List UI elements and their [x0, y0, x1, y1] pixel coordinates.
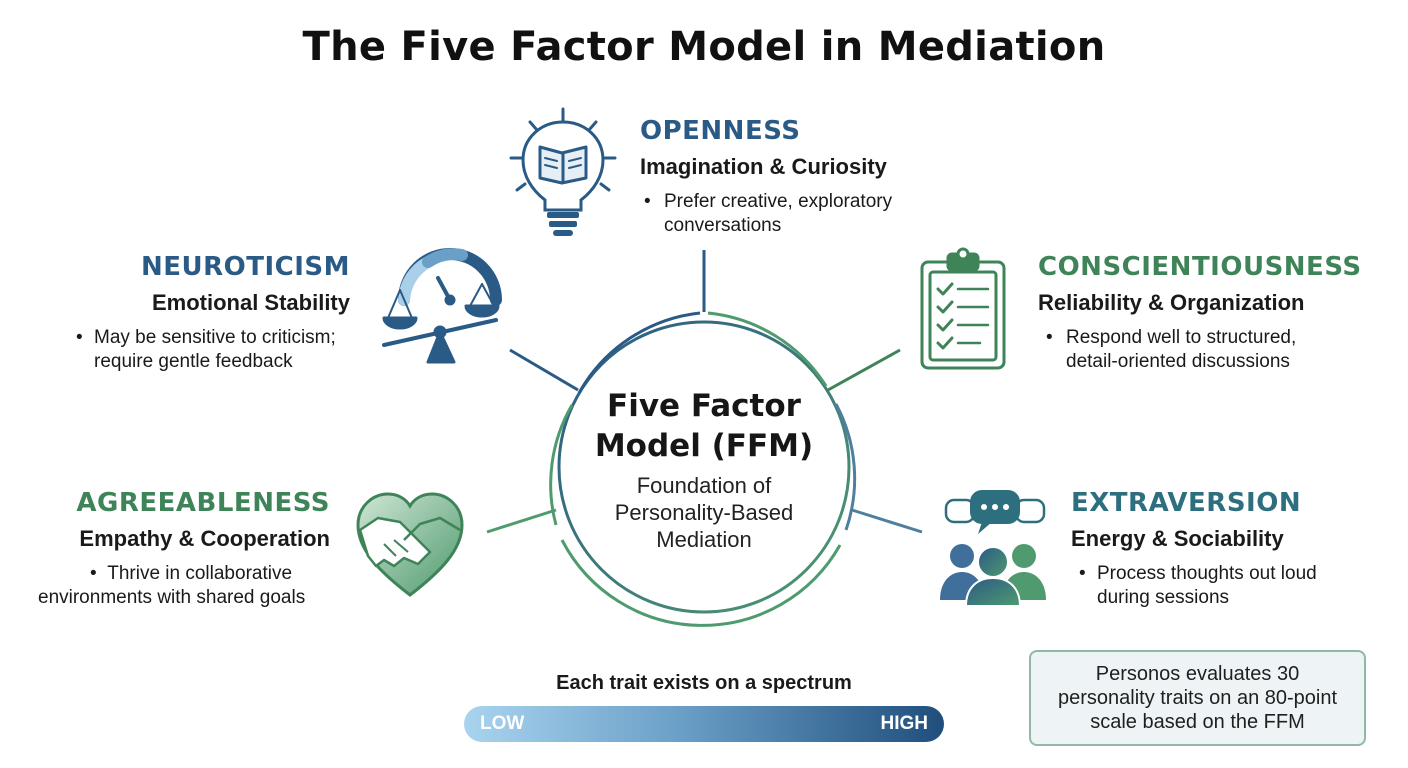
- trait-description: • May be sensitive to criticism; require…: [66, 326, 350, 374]
- connector-agreeableness: [486, 508, 557, 534]
- center-subtitle-line: Mediation: [656, 527, 752, 552]
- trait-name: EXTRAVERSION: [1071, 488, 1302, 518]
- trait-openness: OPENNESS Imagination & Curiosity • Prefe…: [640, 116, 892, 238]
- note-box: Personos evaluates 30 personality traits…: [1029, 650, 1366, 746]
- outer-ring-arc-top-left: [577, 311, 701, 394]
- outer-ring-arc-right: [834, 403, 857, 531]
- outer-ring-arc-bottom: [560, 539, 842, 627]
- spectrum-low-label: LOW: [480, 713, 525, 734]
- trait-description-line: May be sensitive to criticism;: [94, 327, 336, 348]
- trait-subtitle: Energy & Sociability: [1071, 526, 1284, 551]
- trait-description-line: Respond well to structured,: [1066, 327, 1297, 348]
- trait-description-line: Process thoughts out loud: [1097, 563, 1317, 584]
- spectrum-high-label: HIGH: [880, 713, 929, 734]
- center-subtitle: Foundation of Personality-Based Mediatio…: [554, 472, 854, 553]
- bullet: •: [1046, 327, 1053, 348]
- spectrum-label: Each trait exists on a spectrum: [556, 672, 852, 694]
- trait-description-line: require gentle feedback: [94, 351, 293, 372]
- trait-description-line: environments with shared goals: [38, 587, 306, 608]
- inner-ring: [557, 320, 851, 614]
- trait-description: • Respond well to structured, detail-ori…: [1038, 326, 1362, 374]
- trait-description-line: Prefer creative, exploratory: [664, 191, 893, 212]
- trait-conscientiousness: CONSCIENTIOUSNESS Reliability & Organiza…: [1038, 252, 1362, 374]
- lightbulb-book-icon: [509, 107, 617, 236]
- bullet: •: [76, 327, 83, 348]
- trait-description-line: detail-oriented discussions: [1066, 351, 1290, 372]
- trait-description: • Process thoughts out loud during sessi…: [1071, 562, 1317, 610]
- trait-neuroticism: NEUROTICISM Emotional Stability • May be…: [66, 252, 350, 374]
- trait-description-text: Thrive in collaborative: [107, 563, 293, 584]
- trait-description-line: • Thrive in collaborative: [38, 562, 330, 586]
- trait-extraversion: EXTRAVERSION Energy & Sociability • Proc…: [1071, 488, 1317, 610]
- trait-description-line: during sessions: [1097, 587, 1230, 608]
- trait-name: CONSCIENTIOUSNESS: [1038, 252, 1362, 282]
- people-chat-icon: [940, 490, 1046, 607]
- trait-name: AGREEABLENESS: [76, 488, 330, 518]
- center-rings: [549, 311, 857, 627]
- page-title: The Five Factor Model in Mediation: [302, 24, 1106, 70]
- connector-extraversion: [851, 508, 923, 534]
- trait-subtitle: Emotional Stability: [151, 290, 350, 315]
- connectors: [486, 250, 923, 534]
- center-title: Five Factor Model (FFM): [554, 386, 854, 466]
- trait-subtitle: Empathy & Cooperation: [79, 526, 330, 551]
- trait-description-line: conversations: [664, 215, 782, 236]
- scale-gauge-icon: [382, 248, 502, 364]
- center-subtitle-line: Foundation of: [636, 473, 772, 498]
- outer-ring-arc-top-right: [707, 311, 828, 387]
- bullet: •: [644, 191, 651, 212]
- bullet: •: [90, 563, 97, 584]
- center-subtitle-line: Personality-Based: [614, 500, 794, 525]
- trait-name: NEUROTICISM: [140, 252, 350, 282]
- trait-description: • Prefer creative, exploratory conversat…: [640, 190, 892, 238]
- handshake-heart-icon: [356, 492, 464, 597]
- bullet: •: [1079, 563, 1086, 584]
- trait-name: OPENNESS: [640, 116, 801, 146]
- trait-agreeableness: AGREEABLENESS Empathy & Cooperation • Th…: [26, 488, 330, 610]
- clipboard-checklist-icon: [920, 247, 1006, 370]
- center-title-line: Five Factor: [607, 388, 801, 424]
- trait-description: • Thrive in collaborative environments w…: [26, 562, 330, 610]
- trait-subtitle: Reliability & Organization: [1038, 290, 1305, 315]
- connector-neuroticism: [509, 348, 579, 392]
- spectrum-bar: LOW HIGH: [464, 706, 944, 742]
- note-text: Personos evaluates 30 personality traits…: [1057, 663, 1338, 733]
- center-title-line: Model (FFM): [594, 428, 814, 464]
- connector-conscientiousness: [827, 348, 901, 392]
- trait-subtitle: Imagination & Curiosity: [640, 154, 887, 179]
